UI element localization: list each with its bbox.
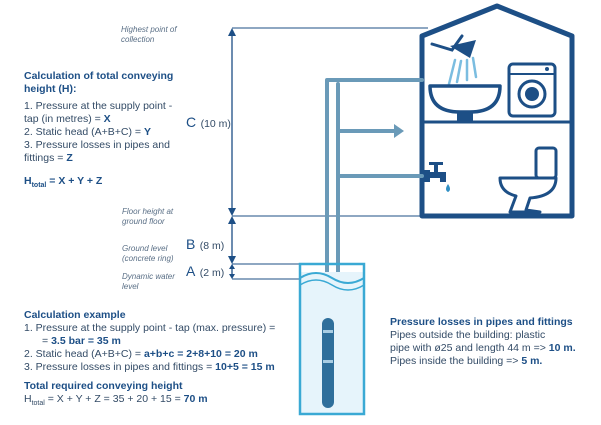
height-label-b: B (8 m) — [186, 236, 225, 252]
submersible-pump-icon — [322, 318, 334, 408]
height-label-a: A (2 m) — [186, 263, 225, 279]
calc-example-block: Calculation example 1. Pressure at the s… — [24, 309, 275, 410]
losses-block: Pressure losses in pipes and fittings Pi… — [390, 316, 576, 367]
shower-icon — [430, 34, 478, 86]
dimension-arrows — [228, 28, 236, 279]
washing-machine-icon — [507, 62, 557, 118]
calc-example-title: Calculation example — [24, 309, 126, 321]
height-label-c: C (10 m) — [186, 114, 231, 130]
label-ground-level: Ground level(concrete ring) — [122, 244, 174, 263]
toilet-icon — [498, 146, 558, 214]
tap-icon — [424, 162, 450, 192]
flow-arrow-icon — [394, 124, 404, 138]
house-icon — [419, 3, 575, 219]
total-height-title: Total required conveying height — [24, 380, 183, 392]
losses-title: Pressure losses in pipes and fittings — [390, 316, 573, 328]
sink-icon — [428, 84, 502, 122]
total-height-formula: Htotal = X + Y + Z = 35 + 20 + 15 = 70 m — [24, 393, 208, 408]
calc-total-formula: Htotal = X + Y + Z — [24, 175, 103, 190]
